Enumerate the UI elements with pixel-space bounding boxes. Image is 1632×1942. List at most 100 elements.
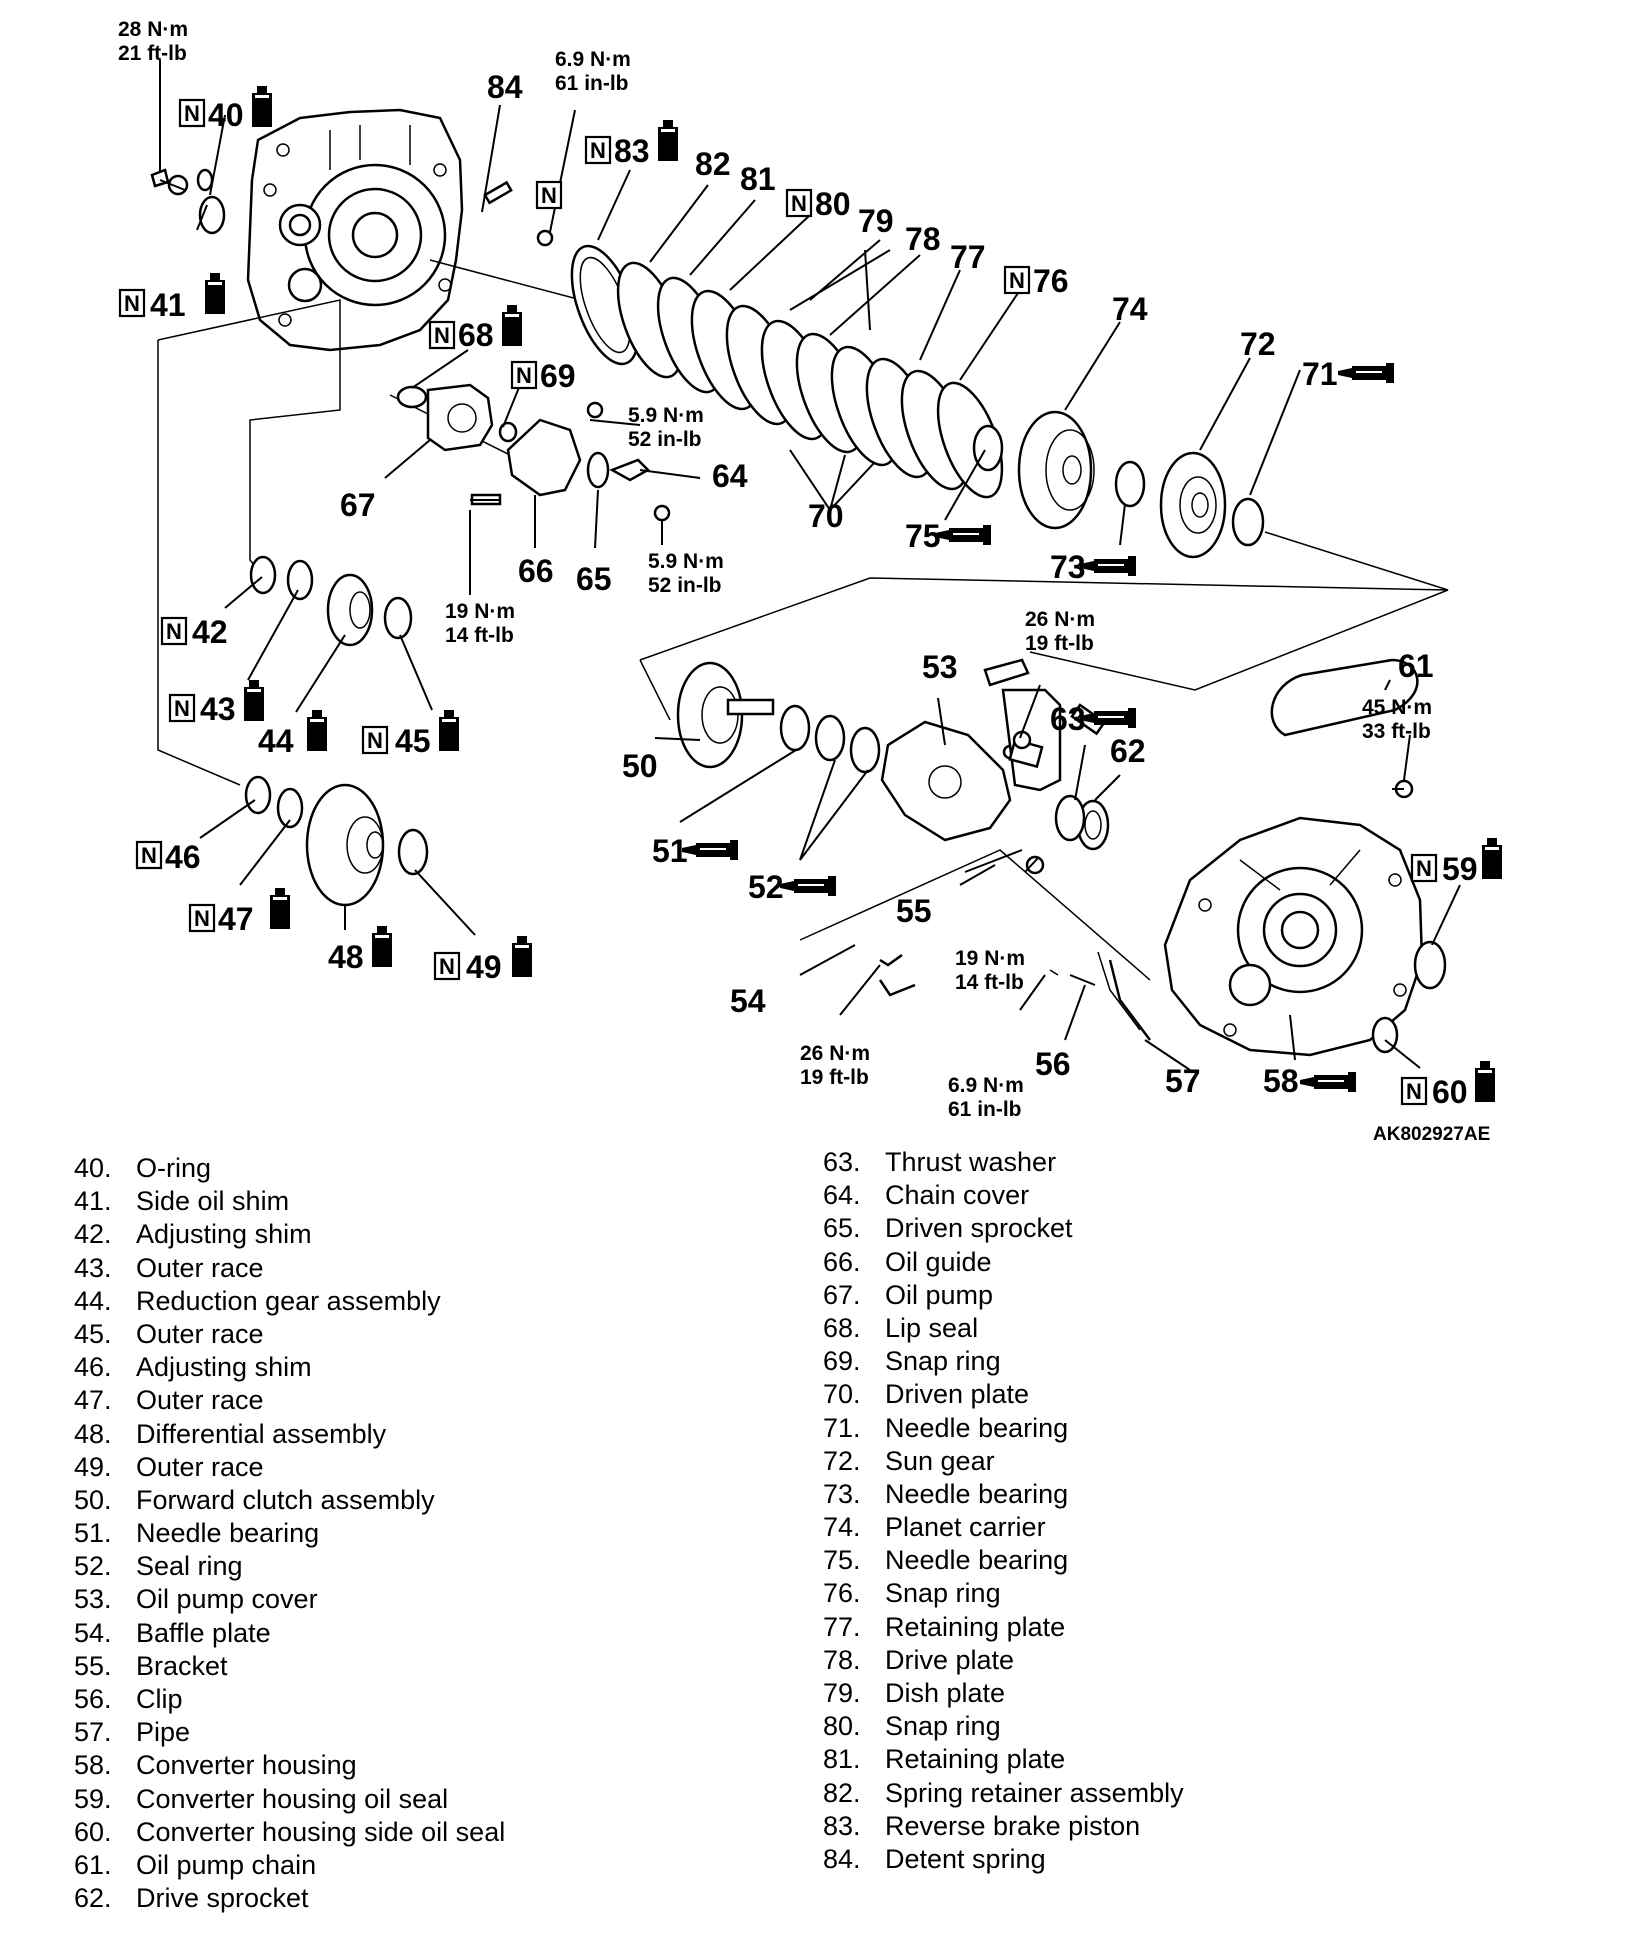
legend-item-number: 51. bbox=[74, 1518, 112, 1549]
legend-item-name: Spring retainer assembly bbox=[885, 1777, 1184, 1808]
legend-item-name: Differential assembly bbox=[136, 1418, 387, 1449]
legend-item-number: 40. bbox=[74, 1153, 112, 1183]
legend-item: 62.Drive sprocket bbox=[74, 1882, 505, 1915]
callout-66: 66 bbox=[518, 553, 554, 589]
legend-item: 64.Chain cover bbox=[823, 1179, 1184, 1212]
legend-item-number: 75. bbox=[823, 1545, 861, 1576]
legend-item-name: Detent spring bbox=[885, 1843, 1046, 1874]
legend-item: 73.Needle bearing bbox=[823, 1478, 1184, 1511]
legend-item-number: 68. bbox=[823, 1312, 861, 1343]
legend-item-name: Converter housing side oil seal bbox=[136, 1816, 506, 1847]
legend-item: 74.Planet carrier bbox=[823, 1511, 1184, 1544]
legend-item: 82.Spring retainer assembly bbox=[823, 1777, 1184, 1810]
svg-text:N: N bbox=[194, 906, 210, 931]
legend-item-name: Adjusting shim bbox=[136, 1219, 312, 1250]
legend-item: 52.Seal ring bbox=[74, 1550, 505, 1583]
fluid-icon bbox=[372, 926, 392, 967]
new-part-marker-80: N bbox=[785, 188, 813, 218]
callout-45: 45 bbox=[395, 723, 431, 759]
callout-57: 57 bbox=[1165, 1063, 1201, 1099]
legend-item: 66.Oil guide bbox=[823, 1246, 1184, 1279]
leader-lines bbox=[159, 60, 1461, 1071]
torque-spec-ft: 19 ft-lb bbox=[1025, 632, 1094, 655]
exploded-view-svg: 40 41 42 43 44 45 46 47 48 49 50 51 52 5… bbox=[118, 18, 1502, 1145]
legend-item-name: Drive sprocket bbox=[136, 1883, 309, 1914]
legend-item-number: 44. bbox=[74, 1285, 112, 1316]
callout-42: 42 bbox=[192, 614, 228, 650]
new-part-marker-43: N bbox=[168, 693, 196, 723]
legend-item-number: 76. bbox=[823, 1578, 861, 1609]
svg-text:N: N bbox=[1416, 856, 1432, 881]
grease-icon bbox=[1337, 362, 1395, 384]
legend-item-name: O-ring bbox=[136, 1153, 212, 1183]
callout-40: 40 bbox=[208, 97, 244, 133]
legend-item: 72.Sun gear bbox=[823, 1445, 1184, 1478]
legend-item: 51.Needle bearing bbox=[74, 1517, 505, 1550]
legend-item-number: 56. bbox=[74, 1684, 112, 1714]
legend-item-name: Thrust washer bbox=[885, 1147, 1057, 1177]
legend-item-number: 43. bbox=[74, 1252, 112, 1283]
callout-54: 54 bbox=[730, 983, 766, 1019]
fluid-icon bbox=[244, 680, 264, 721]
legend-item: 71.Needle bearing bbox=[823, 1412, 1184, 1445]
legend-item: 40. O-ring bbox=[74, 1152, 505, 1185]
fluid-icon bbox=[1475, 1061, 1495, 1102]
fluid-icon bbox=[307, 710, 327, 751]
callout-58: 58 bbox=[1263, 1063, 1299, 1099]
legend-item-number: 66. bbox=[823, 1246, 861, 1277]
fluid-icon bbox=[270, 888, 290, 929]
legend-item-number: 55. bbox=[74, 1650, 112, 1681]
oil-pump-parts bbox=[167, 174, 1419, 1041]
legend-item-number: 70. bbox=[823, 1379, 861, 1410]
callout-76: 76 bbox=[1033, 263, 1069, 299]
callout-67: 67 bbox=[340, 487, 376, 523]
new-part-marker-49: N bbox=[433, 951, 461, 981]
legend-item-name: Retaining plate bbox=[885, 1744, 1066, 1775]
legend-item-number: 84. bbox=[823, 1843, 861, 1874]
torque-spec-nm: 5.9 N·m bbox=[648, 550, 724, 573]
legend-item: 56.Clip bbox=[74, 1683, 505, 1716]
legend-item-number: 74. bbox=[823, 1512, 861, 1543]
legend-item: 53.Oil pump cover bbox=[74, 1583, 505, 1616]
callout-60: 60 bbox=[1432, 1074, 1468, 1110]
torque-spec-nm: 5.9 N·m bbox=[628, 404, 704, 427]
legend-item-number: 63. bbox=[823, 1147, 861, 1177]
legend-item: 42.Adjusting shim bbox=[74, 1218, 505, 1251]
legend-item: 61.Oil pump chain bbox=[74, 1849, 505, 1882]
callout-52: 52 bbox=[748, 869, 784, 905]
legend-item: 78.Drive plate bbox=[823, 1644, 1184, 1677]
legend-item-number: 50. bbox=[74, 1484, 112, 1515]
legend-item: 59.Converter housing oil seal bbox=[74, 1783, 505, 1816]
callout-64: 64 bbox=[712, 458, 748, 494]
callout-56: 56 bbox=[1035, 1046, 1071, 1082]
torque-spec-ft: 33 ft-lb bbox=[1362, 720, 1431, 743]
transaxle-case-illustration bbox=[246, 108, 464, 352]
legend-item-number: 52. bbox=[74, 1551, 112, 1582]
legend-item: 49.Outer race bbox=[74, 1451, 505, 1484]
svg-text:N: N bbox=[1009, 268, 1025, 293]
legend-item: 55.Bracket bbox=[74, 1650, 505, 1683]
new-part-marker-46: N bbox=[135, 840, 163, 870]
new-part-marker-59: N bbox=[1410, 853, 1438, 883]
callout-53: 53 bbox=[922, 649, 958, 685]
washers-and-bearings bbox=[196, 168, 1447, 1054]
legend-item: 80.Snap ring bbox=[823, 1710, 1184, 1743]
legend-item-name: Needle bearing bbox=[885, 1545, 1069, 1576]
callout-50: 50 bbox=[622, 748, 658, 784]
new-part-marker-40: N bbox=[178, 98, 206, 128]
legend-item-name: Outer race bbox=[136, 1451, 264, 1482]
exploded-view-diagram: 40 41 42 43 44 45 46 47 48 49 50 51 52 5… bbox=[118, 18, 1502, 1145]
legend-item-number: 83. bbox=[823, 1810, 861, 1841]
svg-text:N: N bbox=[791, 191, 807, 216]
svg-text:N: N bbox=[590, 138, 606, 163]
callout-77: 77 bbox=[950, 239, 986, 275]
legend-item-name: Reduction gear assembly bbox=[136, 1285, 441, 1316]
callout-59: 59 bbox=[1442, 851, 1478, 887]
legend-item-number: 73. bbox=[823, 1478, 861, 1509]
callout-63: 63 bbox=[1050, 701, 1086, 737]
figure-code: AK802927AE bbox=[1373, 1124, 1490, 1145]
callout-51: 51 bbox=[652, 833, 688, 869]
legend-item: 81.Retaining plate bbox=[823, 1743, 1184, 1776]
torque-spec-nm: 26 N·m bbox=[1025, 608, 1095, 631]
